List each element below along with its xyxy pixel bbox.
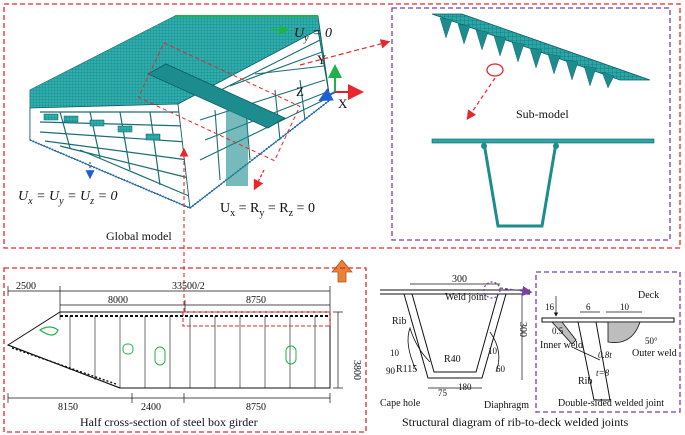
axis-x-label: X bbox=[338, 96, 348, 111]
svg-text:t=8: t=8 bbox=[596, 368, 610, 378]
rib-deck-labels: 300 Weld joint Rib 300 Diaphragm R40 R11… bbox=[380, 274, 529, 411]
bc-top-label: Uy = 0 bbox=[270, 24, 332, 44]
svg-text:0.5: 0.5 bbox=[552, 326, 564, 336]
svg-text:Diaphragm: Diaphragm bbox=[484, 400, 529, 411]
dim-half-width: 33500/2 bbox=[172, 281, 205, 292]
cross-section-caption: Half cross-section of steel box girder bbox=[80, 415, 258, 429]
coordinate-axes: Y Z X bbox=[296, 52, 364, 111]
weld-joint-highlight bbox=[483, 281, 501, 299]
svg-text:60: 60 bbox=[496, 364, 506, 374]
submodel-cross-section bbox=[431, 138, 655, 228]
leader-to-crosssection bbox=[466, 77, 496, 120]
axis-z-label: Z bbox=[296, 84, 304, 99]
svg-text:Inner weld: Inner weld bbox=[540, 340, 583, 351]
svg-text:0.8t: 0.8t bbox=[598, 350, 612, 360]
svg-text:90: 90 bbox=[386, 366, 396, 376]
dim-8000: 8000 bbox=[108, 295, 128, 306]
submodel-frame bbox=[391, 7, 671, 241]
svg-text:75: 75 bbox=[438, 388, 448, 398]
global-model-frame bbox=[3, 3, 681, 249]
svg-text:Weld joint: Weld joint bbox=[445, 292, 487, 303]
global-model-caption: Global model bbox=[106, 229, 172, 243]
weld-detail-caption: Double-sided welded joint bbox=[558, 398, 664, 409]
dim-8150: 8150 bbox=[58, 402, 78, 413]
svg-text:Rib: Rib bbox=[392, 316, 406, 327]
submodel-caption: Sub-model bbox=[516, 107, 569, 121]
leader-to-weld-detail bbox=[499, 285, 533, 297]
weld-detail-frame bbox=[535, 271, 681, 413]
weld-detail-labels: Deck 16 6 10 0.5 Inner weld 50° Outer we… bbox=[540, 290, 677, 409]
svg-text:300: 300 bbox=[517, 322, 528, 337]
svg-text:R115: R115 bbox=[396, 364, 417, 375]
svg-text:Uy = 0: Uy = 0 bbox=[294, 26, 332, 44]
svg-text:10: 10 bbox=[620, 302, 630, 312]
dim-2400: 2400 bbox=[141, 402, 161, 413]
axis-y-label: Y bbox=[317, 52, 327, 67]
cross-section-dims-bottom: 8150 2400 8750 bbox=[7, 393, 331, 413]
submodel-mesh bbox=[431, 13, 651, 89]
svg-text:10: 10 bbox=[488, 346, 498, 356]
rib-deck-caption: Structural diagram of rib-to-deck welded… bbox=[402, 415, 629, 429]
bc-top-eq: = 0 bbox=[309, 26, 332, 41]
svg-text:Rib: Rib bbox=[578, 376, 592, 387]
bc-right-label: Ux = Ry = Rz = 0 bbox=[220, 169, 315, 219]
svg-text:Cape hole: Cape hole bbox=[380, 398, 421, 409]
dim-3800: 3800 bbox=[351, 360, 362, 380]
dim-8750-bottom: 8750 bbox=[246, 402, 266, 413]
svg-text:10: 10 bbox=[390, 348, 400, 358]
cross-section-dims-side: 3800 bbox=[333, 311, 362, 389]
leader-to-submodel bbox=[299, 39, 391, 66]
svg-text:Ux = Uy = Uz = 0: Ux = Uy = Uz = 0 bbox=[18, 189, 118, 207]
svg-text:300: 300 bbox=[452, 274, 467, 285]
bc-top-sub: y bbox=[303, 33, 309, 44]
arrow-up-icon bbox=[331, 259, 353, 283]
svg-text:50°: 50° bbox=[645, 336, 658, 346]
svg-text:16: 16 bbox=[545, 302, 555, 312]
global-mesh-model bbox=[29, 15, 331, 210]
svg-text:R40: R40 bbox=[444, 354, 461, 365]
svg-text:Deck: Deck bbox=[638, 290, 659, 301]
svg-text:180: 180 bbox=[458, 382, 472, 392]
dim-8750-top: 8750 bbox=[246, 295, 266, 306]
weld-detail-drawing bbox=[541, 296, 675, 401]
cross-section-dims-top: 2500 8000 33500/2 8750 bbox=[7, 281, 331, 312]
dim-2500: 2500 bbox=[16, 281, 36, 292]
cross-section-drawing bbox=[6, 311, 331, 389]
bc-top-u: U bbox=[294, 26, 305, 41]
cross-section-frame bbox=[3, 267, 367, 433]
rib-deck-diagram bbox=[380, 283, 530, 389]
bc-left-label: Ux = Uy = Uz = 0 bbox=[18, 162, 118, 207]
svg-text:Ux = Ry = Rz = 0: Ux = Ry = Rz = 0 bbox=[220, 201, 315, 219]
svg-text:Outer weld: Outer weld bbox=[632, 348, 677, 359]
svg-text:6: 6 bbox=[586, 302, 591, 312]
